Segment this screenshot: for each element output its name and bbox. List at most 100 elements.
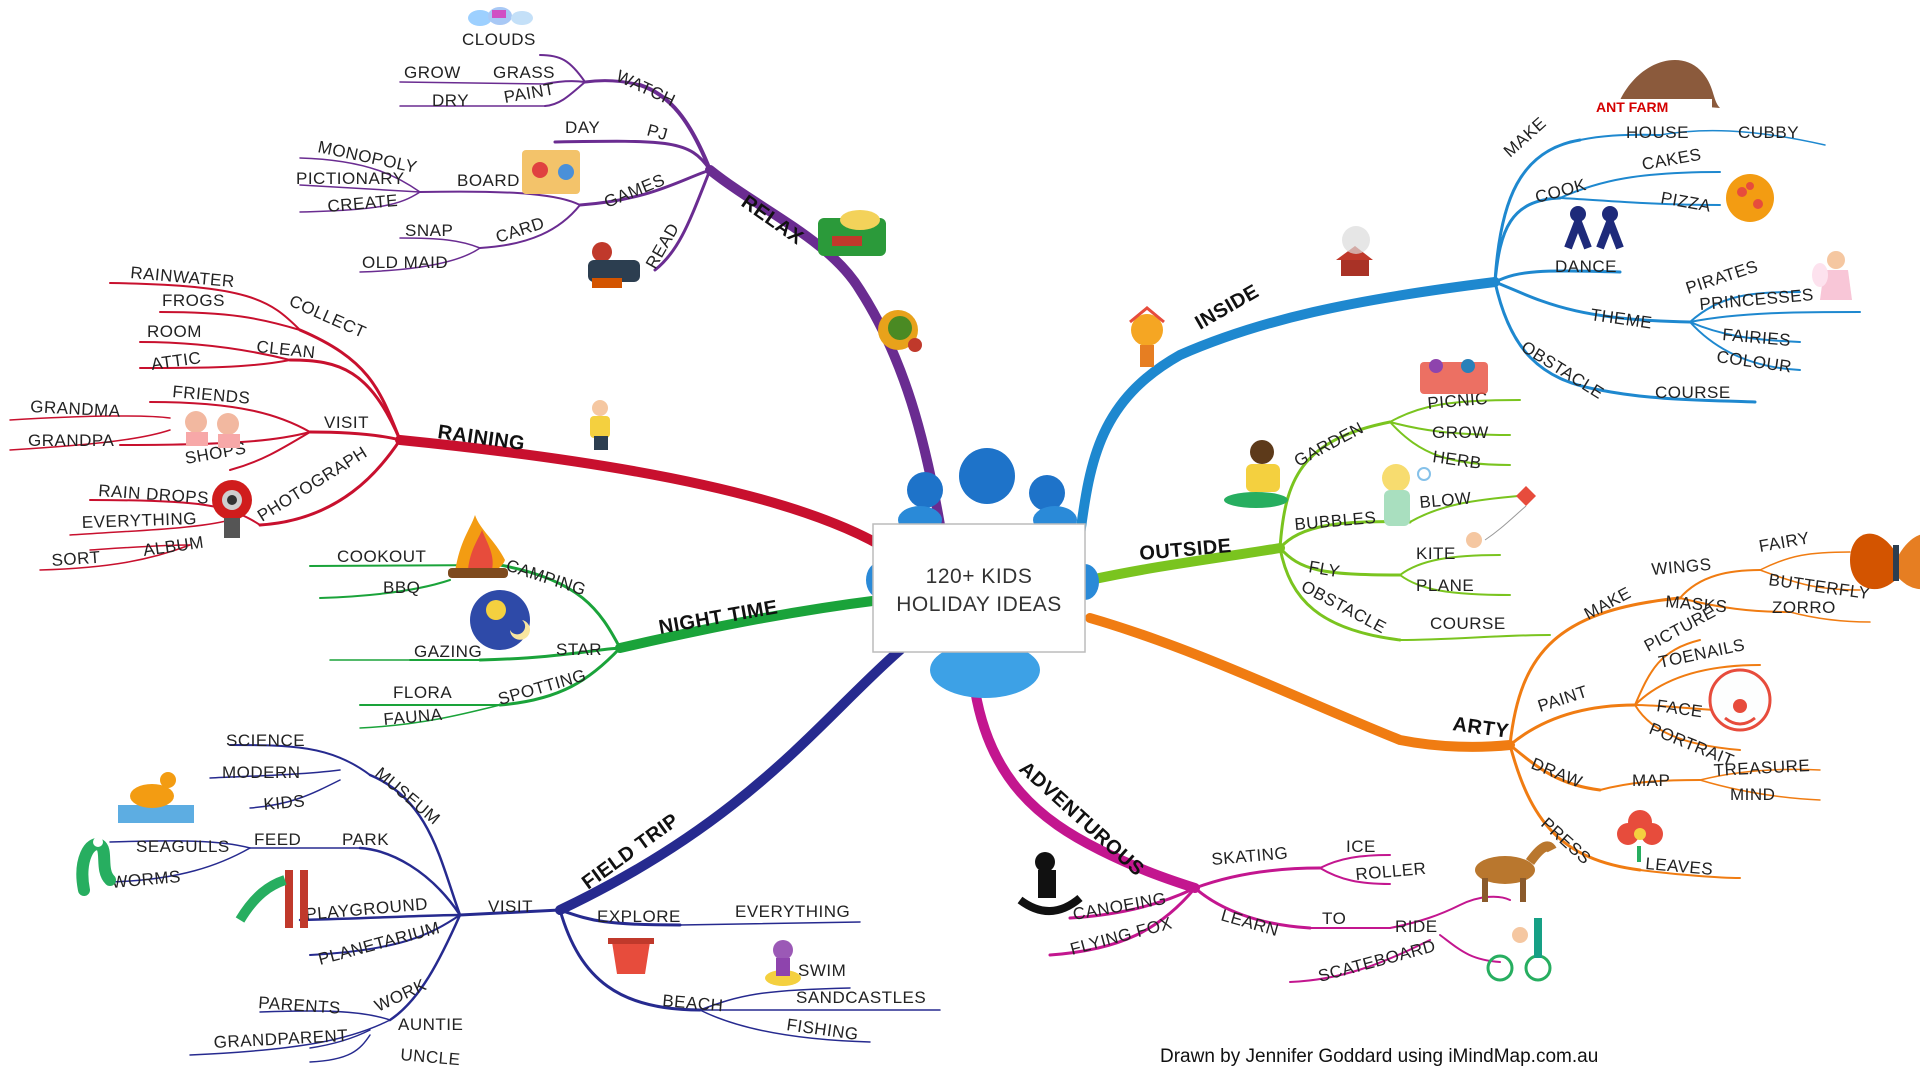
relax-snap: SNAP bbox=[405, 221, 453, 240]
raining-clean: CLEAN bbox=[256, 337, 317, 362]
arty-zorro: ZORRO bbox=[1772, 598, 1836, 617]
outside-course: COURSE bbox=[1430, 614, 1506, 633]
arty-leaves: LEAVES bbox=[1645, 854, 1714, 879]
adventurous-roller: ROLLER bbox=[1355, 859, 1427, 884]
field-museum: MUSEUM bbox=[371, 764, 443, 829]
relax-pj: PJ bbox=[645, 121, 670, 145]
rain-child-icon bbox=[590, 400, 610, 450]
canoe-icon bbox=[1017, 852, 1083, 915]
arty-labels: ARTY MAKE WINGS FAIRY BUTTERFLY MASKS ZO… bbox=[1451, 528, 1871, 879]
worm-icon bbox=[76, 837, 116, 896]
center-figure-main-head bbox=[959, 448, 1015, 504]
inside-dance: DANCE bbox=[1555, 257, 1617, 276]
bike-icon bbox=[1486, 918, 1552, 982]
camera-icon bbox=[212, 480, 252, 538]
raining-sort: SORT bbox=[51, 548, 101, 570]
night-star: STAR bbox=[556, 640, 602, 659]
raining-room: ROOM bbox=[147, 322, 202, 341]
center-node: 120+ KIDS HOLIDAY IDEAS bbox=[866, 448, 1099, 698]
field-everything: EVERYTHING bbox=[735, 902, 850, 921]
field-labels: FIELD TRIP VISIT MUSEUM SCIENCE MODERN K… bbox=[111, 731, 926, 1069]
horse-icon bbox=[1475, 841, 1557, 902]
night-flora: FLORA bbox=[393, 683, 452, 702]
board-game-icon bbox=[522, 150, 580, 194]
arty-fairy: FAIRY bbox=[1757, 528, 1811, 556]
branch-raining bbox=[9, 282, 885, 571]
field-science: SCIENCE bbox=[226, 731, 305, 750]
clown-face-icon bbox=[1708, 668, 1772, 732]
playground-icon bbox=[235, 870, 308, 928]
center-card bbox=[872, 523, 1086, 653]
flower-icon bbox=[1617, 810, 1663, 862]
butterfly-icon bbox=[1850, 533, 1920, 590]
inside-princesses: PRINCESSES bbox=[1699, 285, 1815, 314]
adventurous-ice: ICE bbox=[1346, 837, 1376, 856]
field-auntie: AUNTIE bbox=[398, 1015, 463, 1034]
inside-colour: COLOUR bbox=[1715, 347, 1793, 376]
field-swim: SWIM bbox=[798, 961, 846, 980]
ant-farm-icon: ANT FARM bbox=[1594, 60, 1720, 115]
field-kids: KIDS bbox=[263, 791, 306, 814]
center-figure-right-head bbox=[1029, 475, 1065, 511]
adventurous-label: ADVENTUROUS bbox=[1015, 757, 1149, 880]
raining-grandma: GRANDMA bbox=[30, 397, 121, 421]
reading-boy-icon bbox=[588, 242, 640, 288]
relax-pictionary: PICTIONARY bbox=[296, 169, 405, 188]
outside-kite: KITE bbox=[1416, 544, 1456, 563]
branch-night bbox=[309, 563, 885, 729]
branch-relax bbox=[299, 54, 945, 530]
field-beach: BEACH bbox=[662, 991, 725, 1015]
arty-map: MAP bbox=[1632, 771, 1670, 790]
fairy-icon bbox=[1812, 251, 1852, 300]
outside-labels: OUTSIDE GARDEN PICNIC GROW HERB BUBBLES … bbox=[1139, 389, 1506, 638]
relax-grass: GRASS bbox=[493, 63, 555, 82]
campfire-icon bbox=[448, 515, 508, 578]
dancers-icon bbox=[1564, 206, 1624, 250]
relax-day: DAY bbox=[565, 118, 600, 137]
field-sandcastles: SANDCASTLES bbox=[796, 988, 926, 1007]
raining-raindrops: RAIN DROPS bbox=[98, 481, 210, 508]
grandparents-icon bbox=[185, 411, 240, 448]
night-bbq: BBQ bbox=[383, 578, 420, 597]
center-title-line2: HOLIDAY IDEAS bbox=[896, 593, 1062, 616]
outside-bubbles: BUBBLES bbox=[1294, 508, 1377, 534]
branch-arty bbox=[1085, 551, 1871, 879]
credit-text: Drawn by Jennifer Goddard using iMindMap… bbox=[1160, 1046, 1598, 1067]
relax-dry: DRY bbox=[432, 91, 469, 110]
adventurous-labels: ADVENTUROUS SKATING ICE ROLLER CANOEING … bbox=[1015, 757, 1438, 985]
center-figure-left-head bbox=[907, 472, 943, 508]
field-explore: EXPLORE bbox=[597, 907, 681, 926]
field-work: WORK bbox=[372, 975, 430, 1015]
star-moon-icon bbox=[470, 590, 530, 650]
center-title-line1: 120+ KIDS bbox=[926, 565, 1033, 588]
night-labels: NIGHT TIME CAMPING COOKOUT BBQ STAR GAZI… bbox=[337, 547, 780, 729]
branch-field bbox=[109, 645, 941, 1063]
field-feed: FEED bbox=[254, 830, 301, 849]
field-parents: PARENTS bbox=[258, 993, 342, 1018]
gardener-icon bbox=[1224, 440, 1288, 508]
field-playground: PLAYGROUND bbox=[305, 894, 429, 924]
outside-garden: GARDEN bbox=[1291, 418, 1367, 470]
raining-attic: ATTIC bbox=[150, 348, 203, 374]
inside-theme: THEME bbox=[1589, 305, 1653, 332]
field-park: PARK bbox=[342, 830, 389, 849]
raining-everything: EVERYTHING bbox=[81, 509, 197, 532]
cubby-house-icon bbox=[1336, 226, 1373, 276]
arty-make: MAKE bbox=[1581, 583, 1634, 623]
relax-create: CREATE bbox=[327, 191, 399, 216]
house-icon bbox=[1129, 306, 1165, 367]
adventurous-skating: SKATING bbox=[1211, 843, 1289, 869]
night-cookout: COOKOUT bbox=[337, 547, 426, 566]
night-gazing: GAZING bbox=[414, 642, 482, 661]
kite-icon bbox=[1466, 486, 1536, 548]
arty-draw: DRAW bbox=[1529, 754, 1586, 792]
frog-icon bbox=[878, 310, 922, 352]
night-fauna: FAUNA bbox=[383, 705, 444, 729]
adventurous-scateboard: SCATEBOARD bbox=[1316, 936, 1438, 986]
clouds-icon bbox=[468, 7, 533, 26]
field-visit: VISIT bbox=[488, 897, 533, 916]
adventurous-to: TO bbox=[1322, 909, 1346, 928]
relax-games: GAMES bbox=[601, 170, 667, 212]
adventurous-learn: LEARN bbox=[1219, 906, 1281, 941]
